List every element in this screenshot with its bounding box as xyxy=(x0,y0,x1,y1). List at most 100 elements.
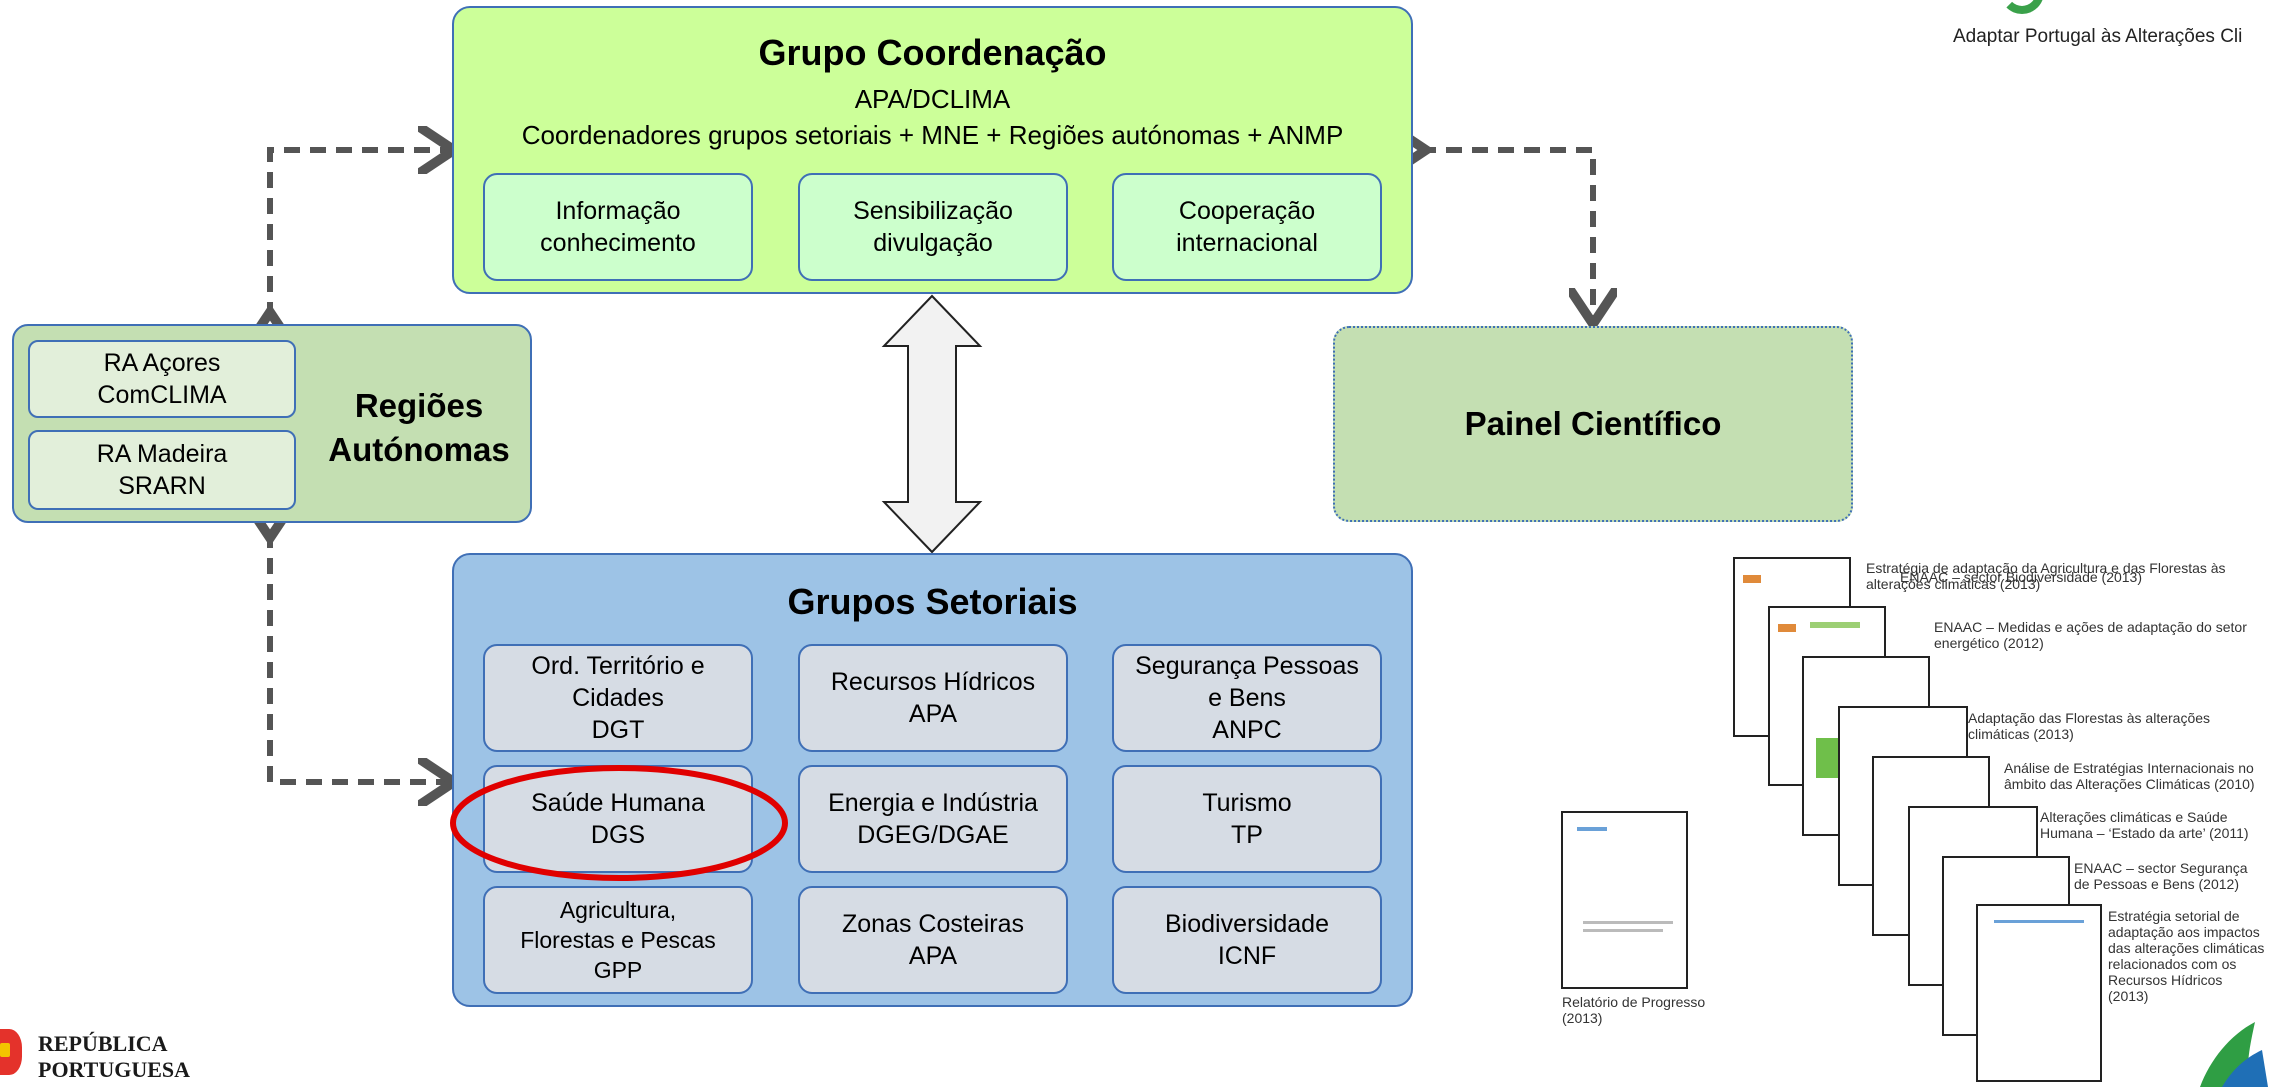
scientific-panel-title: Painel Científico xyxy=(1464,405,1722,442)
regions-sectoral-connector xyxy=(270,532,448,782)
sector-item-label: ANPC xyxy=(1212,716,1282,744)
republic-logo-text: REPÚBLICA PORTUGUESA xyxy=(38,1031,190,1083)
coordination-item-label: divulgação xyxy=(873,229,993,257)
caption-line: Análise de Estratégias Internacionais no xyxy=(2004,760,2254,776)
region-item-madeira: RA Madeira SRARN xyxy=(28,430,296,510)
coordination-item-label: internacional xyxy=(1176,229,1318,257)
doc-caption-2: ENAAC – sector Biodiversidade (2013) xyxy=(1900,569,2142,585)
adapt-logo-mark-icon xyxy=(2000,0,2044,14)
region-item-azores: RA Açores ComCLIMA xyxy=(28,340,296,418)
regions-title: Regiões Autónomas xyxy=(314,384,524,472)
caption-line: relacionados com os xyxy=(2108,956,2237,972)
sector-item-label: GPP xyxy=(593,957,643,983)
coordination-item-label: Informação xyxy=(555,197,681,225)
caption-line: de Pessoas e Bens (2012) xyxy=(2074,876,2239,892)
caption-line: Estratégia setorial de xyxy=(2108,908,2240,924)
regions-title-line: Autónomas xyxy=(328,431,510,468)
doc-caption-6: Alterações climáticas e Saúde Humana – ‘… xyxy=(2040,809,2249,841)
sector-item-label: Biodiversidade xyxy=(1165,910,1329,938)
caption-line: adaptação aos impactos xyxy=(2108,924,2260,940)
caption-line: alterações climáticas (2013) xyxy=(1866,576,2041,592)
regions-coordination-connector xyxy=(270,150,448,318)
sector-item-safety: Segurança Pessoas e Bens ANPC xyxy=(1112,644,1382,752)
adapt-tagline: Adaptar Portugal às Alterações Cli xyxy=(1953,26,2243,47)
coordination-panel-connector xyxy=(1420,150,1593,318)
sector-item-label: APA xyxy=(908,942,958,970)
region-item-label: RA Açores xyxy=(103,349,221,377)
sector-item-label: Zonas Costeiras xyxy=(841,910,1025,938)
caption-line: Recursos Hídricos xyxy=(2108,972,2223,988)
caption-line: energético (2012) xyxy=(1934,635,2044,651)
adapt-logo: Adaptar Portugal às Alterações Cli xyxy=(1950,0,2290,56)
caption-line: ENAAC – sector Segurança xyxy=(2074,860,2248,876)
sector-item-label: Florestas e Pescas xyxy=(520,927,716,953)
sector-item-territory: Ord. Território e Cidades DGT xyxy=(483,644,753,752)
caption-line: (2013) xyxy=(1562,1010,1603,1026)
doc-caption-3: ENAAC – Medidas e ações de adaptação do … xyxy=(1934,619,2247,651)
sector-item-label: e Bens xyxy=(1208,684,1286,712)
region-item-label: RA Madeira xyxy=(96,440,228,468)
doc-caption-5: Análise de Estratégias Internacionais no… xyxy=(2004,760,2255,792)
sector-item-agriculture: Agricultura, Florestas e Pescas GPP xyxy=(483,886,753,994)
sector-item-coastal: Zonas Costeiras APA xyxy=(798,886,1068,994)
sector-item-label: Energia e Indústria xyxy=(828,789,1038,817)
republic-line: REPÚBLICA xyxy=(38,1031,168,1056)
regions-title-line: Regiões xyxy=(354,387,484,424)
caption-line: das alterações climáticas xyxy=(2108,940,2265,956)
sector-item-label: Recursos Hídricos xyxy=(830,668,1036,696)
caption-line: ENAAC – sector Biodiversidade (2013) xyxy=(1900,569,2143,585)
caption-line: Adaptação das Florestas às alterações xyxy=(1968,710,2211,726)
doc-caption-7: ENAAC – sector Segurança de Pessoas e Be… xyxy=(2074,860,2248,892)
coordination-item-label: conhecimento xyxy=(540,229,696,257)
republic-logo: REPÚBLICA PORTUGUESA xyxy=(0,1025,240,1087)
sector-item-water: Recursos Hídricos APA xyxy=(798,644,1068,752)
sector-item-label: DGT xyxy=(591,716,645,744)
coordination-item-label: Cooperação xyxy=(1178,197,1316,225)
sector-item-label: Turismo xyxy=(1202,789,1292,817)
region-item-label: ComCLIMA xyxy=(97,381,227,409)
sector-item-label: TP xyxy=(1231,821,1263,849)
republic-line: PORTUGUESA xyxy=(38,1057,191,1082)
sector-item-biodiversity: Biodiversidade ICNF xyxy=(1112,886,1382,994)
republic-emblem-shield-icon xyxy=(0,1043,10,1057)
progress-report-doc xyxy=(1561,811,1688,989)
coordination-line2: Coordenadores grupos setoriais + MNE + R… xyxy=(521,120,1344,150)
coordination-item-label: Sensibilização xyxy=(853,197,1013,225)
scientific-panel-box: Painel Científico xyxy=(1333,326,1853,522)
sector-item-health: Saúde Humana DGS xyxy=(483,765,753,873)
region-item-label: SRARN xyxy=(118,472,206,500)
doc-caption-4: Adaptação das Florestas às alterações cl… xyxy=(1968,710,2210,742)
coordination-item-awareness: Sensibilização divulgação xyxy=(798,173,1068,281)
sector-item-label: DGS xyxy=(590,821,646,849)
caption-line: Alterações climáticas e Saúde xyxy=(2040,809,2228,825)
doc-caption-hydro: Estratégia setorial de adaptação aos imp… xyxy=(2108,908,2264,1004)
coordination-title: Grupo Coordenação xyxy=(758,32,1107,73)
sector-item-label: APA xyxy=(908,700,958,728)
caption-line: (2013) xyxy=(2108,988,2149,1004)
coordination-item-cooperation: Cooperação internacional xyxy=(1112,173,1382,281)
caption-line: Estratégia de adaptação da Agricultura e… xyxy=(1866,560,2226,576)
sector-item-energy: Energia e Indústria DGEG/DGAE xyxy=(798,765,1068,873)
progress-report-caption: Relatório de Progresso (2013) xyxy=(1562,994,1722,1026)
republic-emblem-icon xyxy=(0,1029,22,1075)
adapt-logo-text-icon xyxy=(2060,0,2290,8)
sector-item-label: Ord. Território e xyxy=(531,652,705,680)
sector-item-label: Cidades xyxy=(572,684,664,712)
coordination-sectoral-double-arrow xyxy=(881,294,983,554)
coordination-line1: APA/DCLIMA xyxy=(854,84,1011,114)
sector-item-label: ICNF xyxy=(1217,942,1277,970)
caption-line: ENAAC – Medidas e ações de adaptação do … xyxy=(1934,619,2247,635)
sector-item-label: Saúde Humana xyxy=(531,789,705,817)
sector-item-label: DGEG/DGAE xyxy=(857,821,1009,849)
caption-line: âmbito das Alterações Climáticas (2010) xyxy=(2004,776,2255,792)
caption-line: Relatório de Progresso xyxy=(1562,994,1706,1010)
doc-thumb-8 xyxy=(1976,904,2102,1082)
caption-line: climáticas (2013) xyxy=(1968,726,2074,742)
sector-item-label: Agricultura, xyxy=(559,897,677,923)
doc-caption-1: Estratégia de adaptação da Agricultura e… xyxy=(1866,560,2226,592)
sectoral-title: Grupos Setoriais xyxy=(787,581,1078,622)
caption-line: Humana – ‘Estado da arte’ (2011) xyxy=(2040,825,2249,841)
sector-item-label: Segurança Pessoas xyxy=(1135,652,1359,680)
sector-item-tourism: Turismo TP xyxy=(1112,765,1382,873)
